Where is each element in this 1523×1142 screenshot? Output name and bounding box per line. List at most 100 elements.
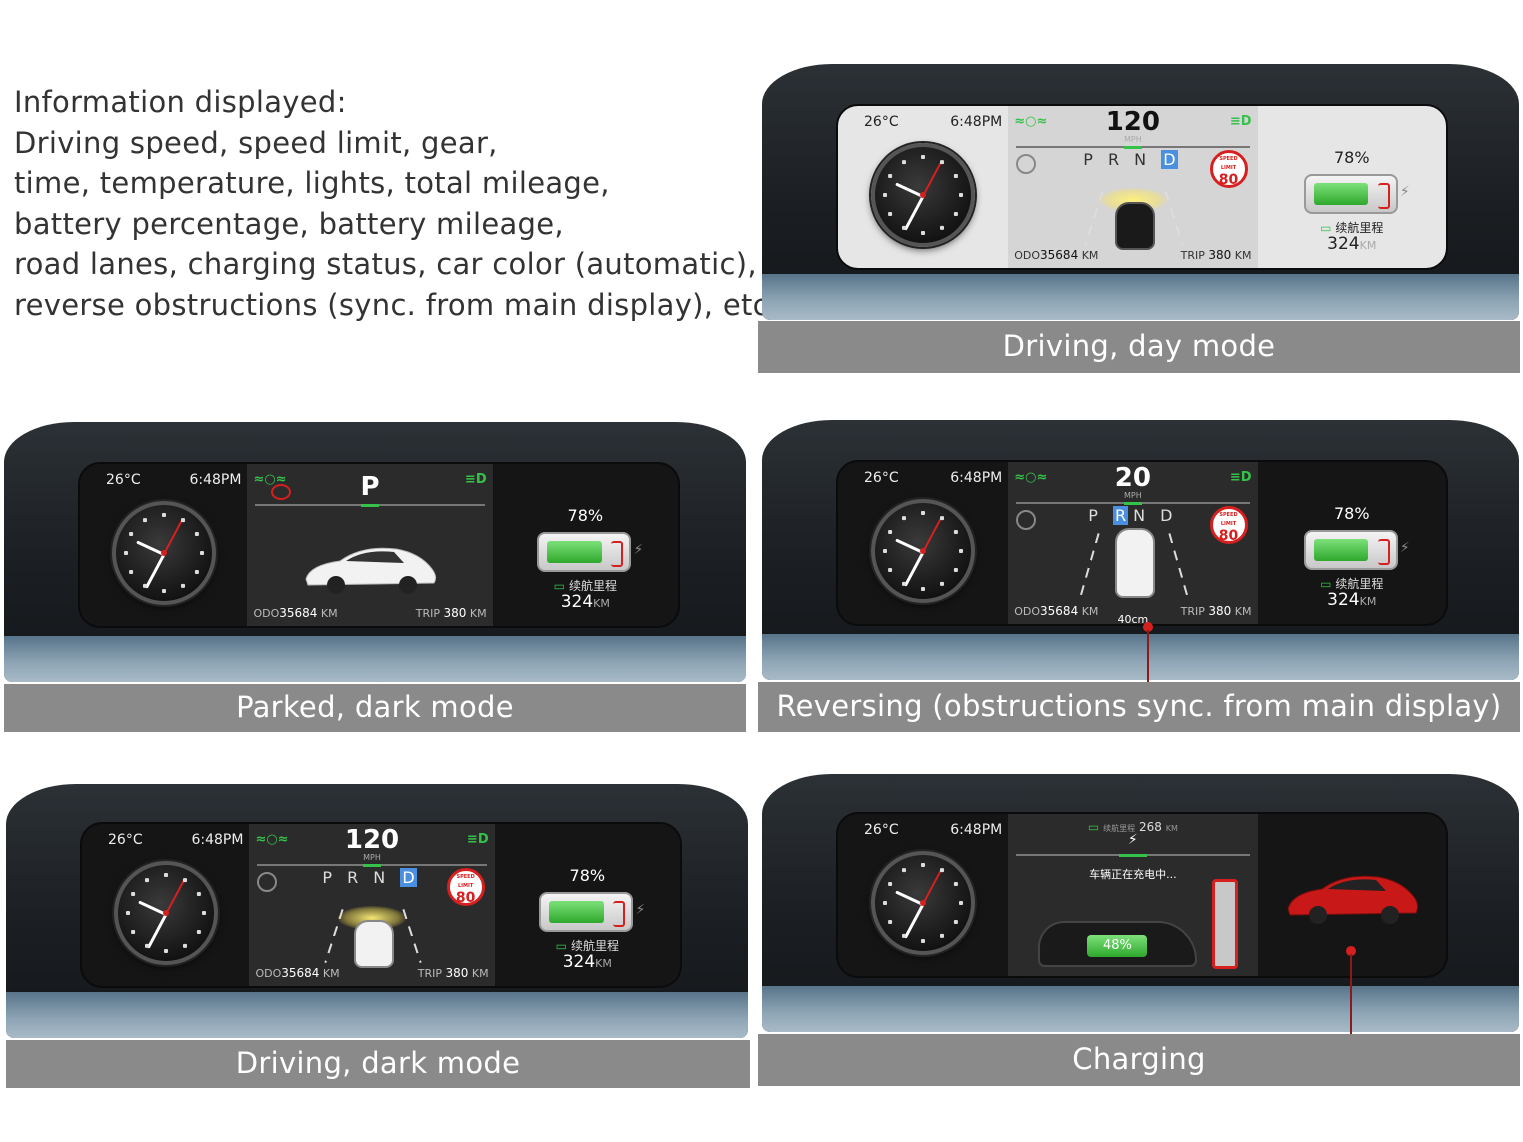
range-label: ▭续航里程 (1320, 577, 1384, 592)
battery-percentage: 78% (567, 506, 604, 526)
range-value: 324KM (1327, 589, 1377, 610)
clock-tick (940, 868, 945, 873)
clock-tick (883, 193, 888, 198)
drive-section: ≈○≈ ≡D P ODO35684 KM TRIP 380 KM (247, 464, 493, 626)
trip-meter: TRIP 380 KM (1180, 248, 1252, 262)
clock-section: 26°C 6:48PM (838, 106, 1008, 268)
clock-section: 26°C 6:48PM (82, 824, 249, 986)
battery-chassis-graphic: 48% (1038, 920, 1197, 968)
clock-tick (161, 513, 166, 518)
clock-section: 26°C 6:48PM (838, 814, 1008, 976)
panel-parked-dark: 26°C 6:48PM ≈○≈ ≡D P ODO35684 KM TRIP 38… (4, 422, 746, 682)
battery-small-icon: ▭ (1320, 577, 1332, 592)
gear-selector: P R N D (322, 868, 417, 887)
speed-readout: 120 (1105, 107, 1160, 137)
clock-tick (921, 155, 926, 160)
clock-section: 26°C 6:48PM (80, 464, 247, 626)
clock-tick (128, 570, 133, 575)
clock-tick (163, 873, 168, 878)
obstruction-distance: 40cm (1117, 613, 1149, 626)
range-value: 324KM (560, 591, 610, 612)
battery-percentage: 78% (569, 866, 606, 886)
clock-tick (125, 911, 130, 916)
callout-line (1147, 630, 1149, 682)
time: 6:48PM (950, 822, 1003, 838)
headlight-icon: ≡D (464, 472, 487, 487)
headlight-icon: ≡D (1229, 114, 1252, 129)
temperature: 26°C (864, 470, 899, 486)
clock-tick (161, 589, 166, 594)
parking-lights-icon: ≈○≈ (1014, 114, 1048, 129)
callout-line (1350, 954, 1352, 1034)
clock-tick (144, 878, 149, 883)
headlight-icon: ≡D (1229, 470, 1252, 485)
battery-section: 78% ⚡ ▭续航里程 324KM (495, 824, 680, 986)
range-value: 324KM (1327, 233, 1377, 254)
range-value: 324KM (562, 951, 612, 972)
active-gear: R (1112, 506, 1129, 525)
battery-percentage: 78% (1333, 504, 1370, 524)
clock-tick (959, 193, 964, 198)
car-icon (1114, 202, 1155, 250)
odometer: ODO35684 KM (253, 606, 338, 620)
caption-driving-dark: Driving, dark mode (6, 1040, 750, 1088)
clock-tick (196, 930, 201, 935)
clock-tick (959, 901, 964, 906)
battery-icon: ⚡ (1303, 530, 1410, 571)
range-label: ▭续航里程 (555, 939, 619, 954)
battery-percentage: 78% (1333, 148, 1370, 168)
parking-brake-icon (271, 484, 292, 500)
clock-tick (902, 934, 907, 939)
intro-line: time, temperature, lights, total mileage… (14, 166, 610, 200)
clock-tick (902, 582, 907, 587)
clock-tick (142, 518, 147, 523)
callout-dot (1143, 622, 1153, 632)
battery-icon: ⚡ (537, 532, 643, 573)
gear-indicator: P (360, 472, 380, 502)
clock-tick (888, 530, 893, 535)
clock-tick (888, 212, 893, 217)
battery-section: 78% ⚡ ▭续航里程 324KM (493, 464, 678, 626)
clock-icon (871, 851, 976, 956)
trip-meter: TRIP 380 KM (415, 606, 487, 620)
parking-lights-icon: ≈○≈ (253, 472, 287, 487)
battery-small-icon: ▭ (1320, 221, 1332, 236)
cluster-screen: 26°C 6:48PM ≈○≈ ≡D P ODO35684 KM TRIP 38… (78, 462, 680, 628)
clock-tick (123, 551, 128, 556)
clock-tick (888, 568, 893, 573)
caption-charging: Charging (758, 1034, 1520, 1086)
parking-lights-icon: ≈○≈ (255, 832, 289, 847)
panel-charging: 26°C 6:48PM ▭续航里程 268 KM ⚡ 车辆正在充电中... 48… (762, 774, 1519, 1032)
intro-line: Driving speed, speed limit, gear, (14, 125, 498, 160)
clock-tick (954, 212, 959, 217)
headlight-icon: ≡D (466, 832, 489, 847)
clock-tick (940, 582, 945, 587)
range-label: ▭续航里程 (553, 579, 617, 594)
clock-tick (921, 231, 926, 236)
car-icon (305, 547, 437, 594)
panel-driving-day: 26°C 6:48PM ≈○≈ ≡D 120 MPH P R N D SPEED… (762, 64, 1519, 320)
clock-tick (199, 551, 204, 556)
charging-message: 车辆正在充电中... (1089, 868, 1177, 881)
clock-tick (921, 939, 926, 944)
clock-icon (871, 499, 976, 604)
clock-tick (182, 944, 187, 949)
active-gear: D (1161, 150, 1178, 169)
temperature: 26°C (864, 822, 899, 838)
intro-line: Information displayed: (14, 85, 347, 119)
cluster-screen: 26°C 6:48PM ≈○≈ ≡D 120 MPH P R N D SPEED… (836, 104, 1448, 270)
clock-tick (180, 584, 185, 589)
range-label: ▭续航里程 (1320, 221, 1384, 236)
speed-readout: 120 (344, 825, 400, 855)
clock-tick (163, 949, 168, 954)
lane-line-right (1168, 533, 1190, 601)
time: 6:48PM (191, 832, 244, 848)
clock-tick (194, 532, 199, 537)
clock-tick (128, 532, 133, 537)
